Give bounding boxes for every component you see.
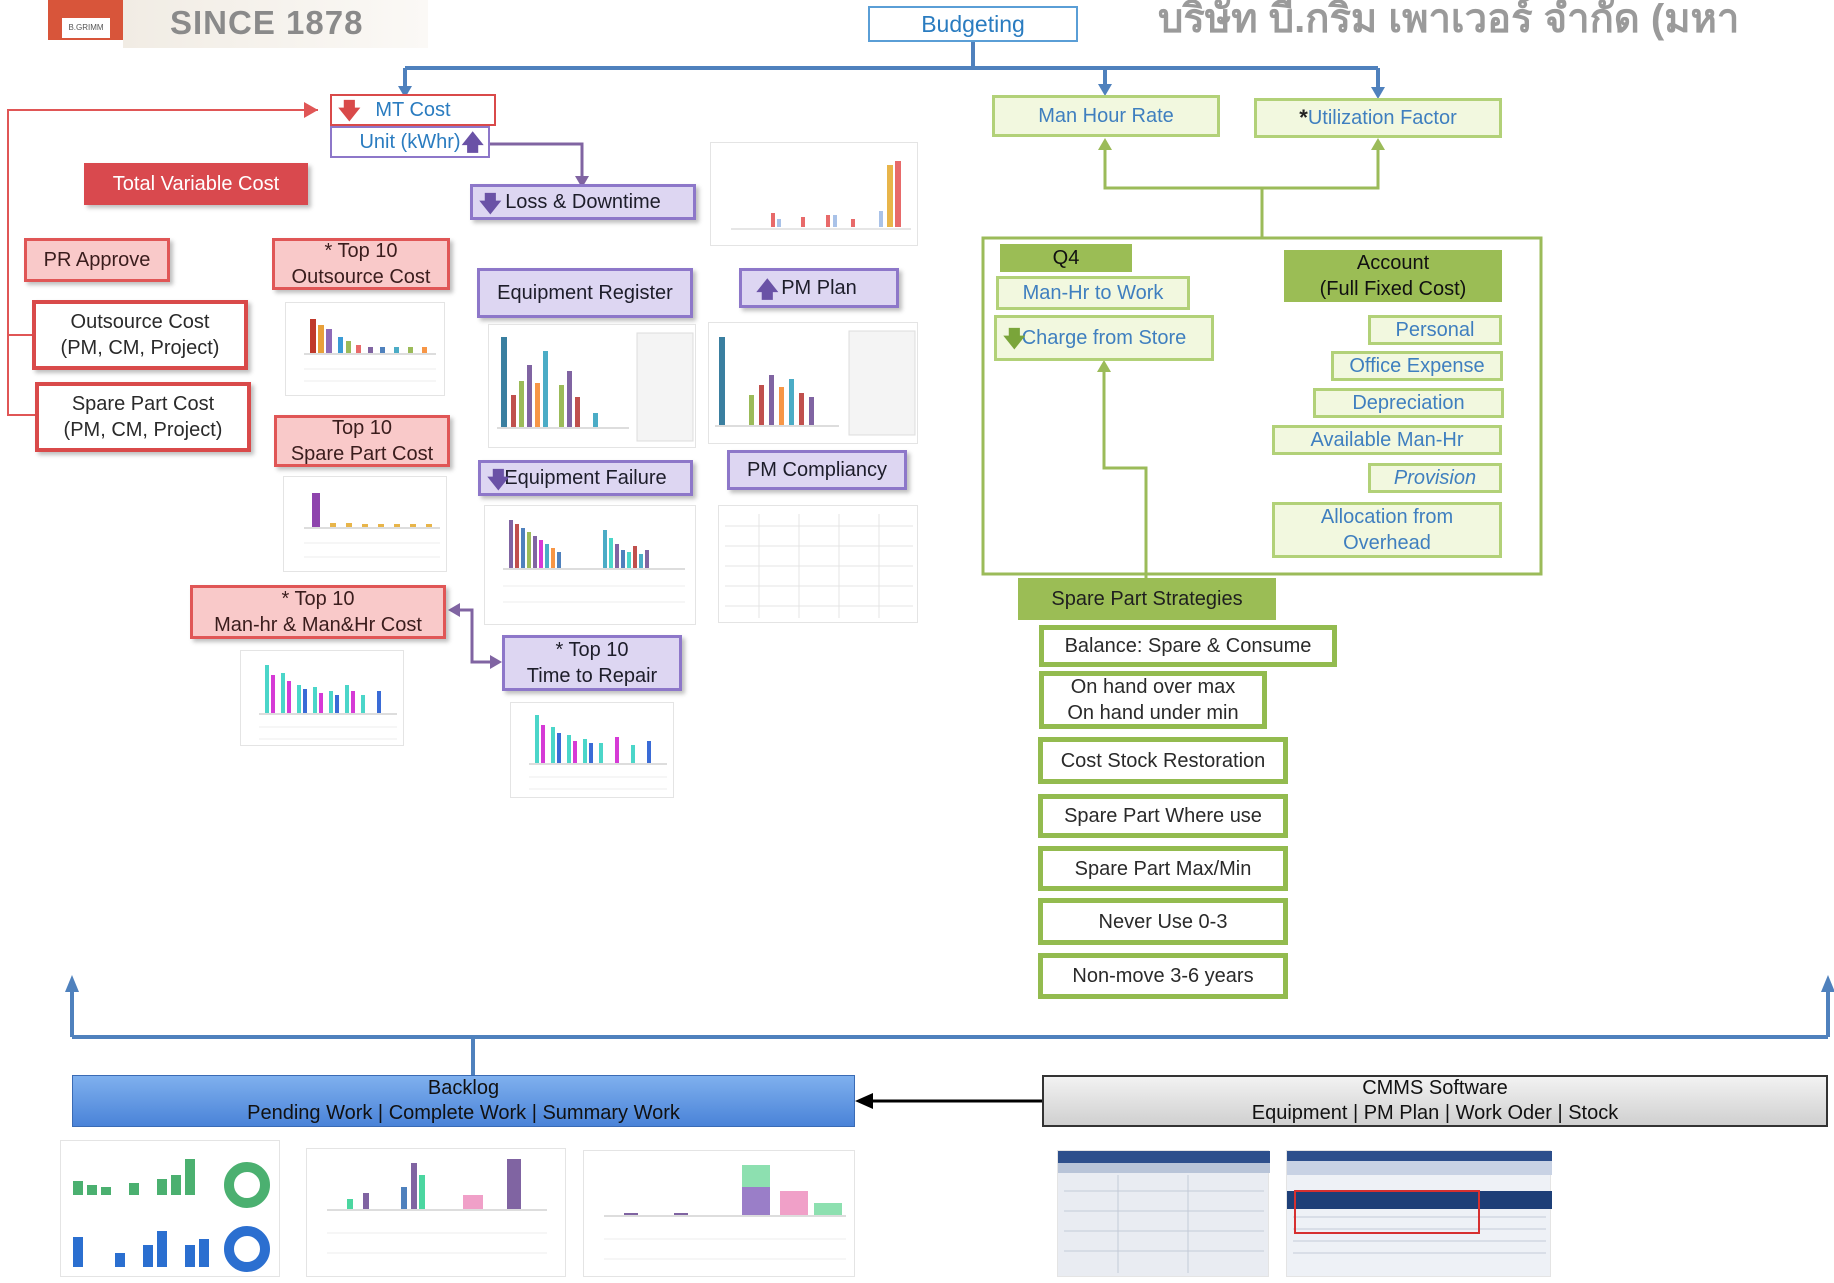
loss-downtime-box[interactable]: 🡇 Loss & Downtime [470, 184, 696, 220]
pm-plan-label: PM Plan [781, 277, 857, 299]
man-hour-rate-box[interactable]: Man Hour Rate [992, 95, 1220, 137]
allocation-overhead-box[interactable]: Allocation from Overhead [1272, 502, 1502, 558]
logo: B.GRIMM [48, 0, 123, 40]
thumb-pm-compliancy-chart [708, 322, 918, 444]
arrow-up-icon: 🡅 [756, 277, 779, 302]
since-banner [123, 0, 428, 48]
backlog-bar[interactable]: Backlog Pending Work | Complete Work | S… [72, 1075, 855, 1127]
thumb-failure-chart [484, 505, 696, 625]
budgeting-box[interactable]: Budgeting [868, 6, 1078, 42]
thumb-backlog-1 [60, 1140, 280, 1277]
utilization-factor-label: Utilization Factor [1307, 107, 1457, 129]
account-label: Account (Full Fixed Cost) [1284, 250, 1502, 302]
thumb-spare-chart [283, 476, 447, 572]
depreciation-box[interactable]: Depreciation [1313, 388, 1504, 418]
arrow-down-icon: 🡇 [1003, 326, 1026, 351]
thumb-pm-plan-chart [710, 142, 918, 246]
arrow-down-icon: 🡇 [479, 191, 502, 216]
thumb-manhr-chart [240, 650, 404, 746]
backlog-items: Pending Work | Complete Work | Summary W… [247, 1102, 680, 1124]
thumb-equipment-register-chart [488, 324, 696, 448]
strategy-balance[interactable]: Balance: Spare & Consume [1039, 625, 1337, 667]
pm-compliancy-box[interactable]: PM Compliancy [727, 450, 907, 490]
thumb-cmms-screen-2 [1286, 1150, 1552, 1277]
strategy-non-move[interactable]: Non-move 3-6 years [1038, 953, 1288, 999]
manhr-to-work-box[interactable]: Man-Hr to Work [996, 276, 1190, 310]
provision-box[interactable]: Provision [1368, 463, 1502, 493]
equipment-register-box[interactable]: Equipment Register [477, 268, 693, 318]
provision-label: Provision [1393, 467, 1477, 489]
strategy-never-use[interactable]: Never Use 0-3 [1038, 898, 1288, 945]
personal-box[interactable]: Personal [1368, 315, 1502, 345]
top10-ttr-box[interactable]: * Top 10 Time to Repair [502, 635, 682, 691]
thumb-backlog-2 [306, 1148, 566, 1277]
office-expense-box[interactable]: Office Expense [1331, 351, 1503, 381]
spare-part-cost-box[interactable]: Spare Part Cost (PM, CM, Project) [35, 382, 251, 452]
arrow-down-icon: 🡇 [338, 98, 361, 123]
top10-spare-box[interactable]: Top 10 Spare Part Cost [274, 415, 450, 467]
company-name: บริษัท บี.กริม เพาเวอร์ จำกัด (มหา [1158, 0, 1740, 41]
equipment-failure-label: Equipment Failure [504, 467, 667, 489]
thumb-ttr-chart [510, 702, 674, 798]
since-label: SINCE 1878 [170, 4, 364, 41]
arrow-down-icon: 🡇 [487, 467, 510, 492]
thumb-cmms-screen-1 [1057, 1150, 1270, 1277]
thumb-backlog-3 [583, 1150, 855, 1277]
loss-downtime-label: Loss & Downtime [505, 191, 661, 213]
thumb-pm-table [718, 505, 918, 623]
equipment-failure-box[interactable]: 🡇 Equipment Failure [478, 460, 693, 496]
top10-outsource-box[interactable]: * Top 10 Outsource Cost [272, 238, 450, 290]
strategy-cost-stock[interactable]: Cost Stock Restoration [1038, 737, 1288, 784]
charge-from-store-box[interactable]: 🡇 Charge from Store [994, 315, 1214, 361]
utilization-factor-box[interactable]: * Utilization Factor [1254, 98, 1502, 138]
arrow-up-icon: 🡅 [461, 130, 484, 155]
unit-kwhr-box[interactable]: Unit (kWhr) 🡅 [330, 126, 490, 158]
pr-approve-box[interactable]: PR Approve [24, 238, 170, 282]
asterisk: * [1299, 105, 1308, 130]
cmms-items: Equipment | PM Plan | Work Oder | Stock [1251, 1102, 1619, 1124]
thumb-outsource-chart [285, 302, 445, 396]
available-manhr-box[interactable]: Available Man-Hr [1272, 425, 1502, 455]
strategy-where-use[interactable]: Spare Part Where use [1038, 794, 1288, 838]
total-variable-cost-box[interactable]: Total Variable Cost [84, 163, 308, 205]
outsource-cost-box[interactable]: Outsource Cost (PM, CM, Project) [32, 300, 248, 370]
strategy-max-min[interactable]: Spare Part Max/Min [1038, 846, 1288, 891]
unit-kwhr-label: Unit (kWhr) [359, 131, 461, 153]
cmms-title: CMMS Software [1362, 1077, 1508, 1099]
charge-from-store-label: Charge from Store [1021, 327, 1187, 349]
mt-cost-label: MT Cost [375, 99, 451, 121]
strategy-on-hand[interactable]: On hand over max On hand under min [1039, 671, 1267, 729]
q4-label: Q4 [1000, 244, 1132, 272]
cmms-bar[interactable]: CMMS Software Equipment | PM Plan | Work… [1042, 1075, 1828, 1127]
spare-part-strategies-box[interactable]: Spare Part Strategies [1018, 578, 1276, 620]
logo-badge: B.GRIMM [62, 18, 110, 38]
mt-cost-box[interactable]: 🡇 MT Cost [330, 94, 496, 126]
top10-manhr-box[interactable]: * Top 10 Man-hr & Man&Hr Cost [190, 585, 446, 639]
pm-plan-box[interactable]: 🡅 PM Plan [739, 268, 899, 308]
backlog-title: Backlog [427, 1077, 500, 1099]
